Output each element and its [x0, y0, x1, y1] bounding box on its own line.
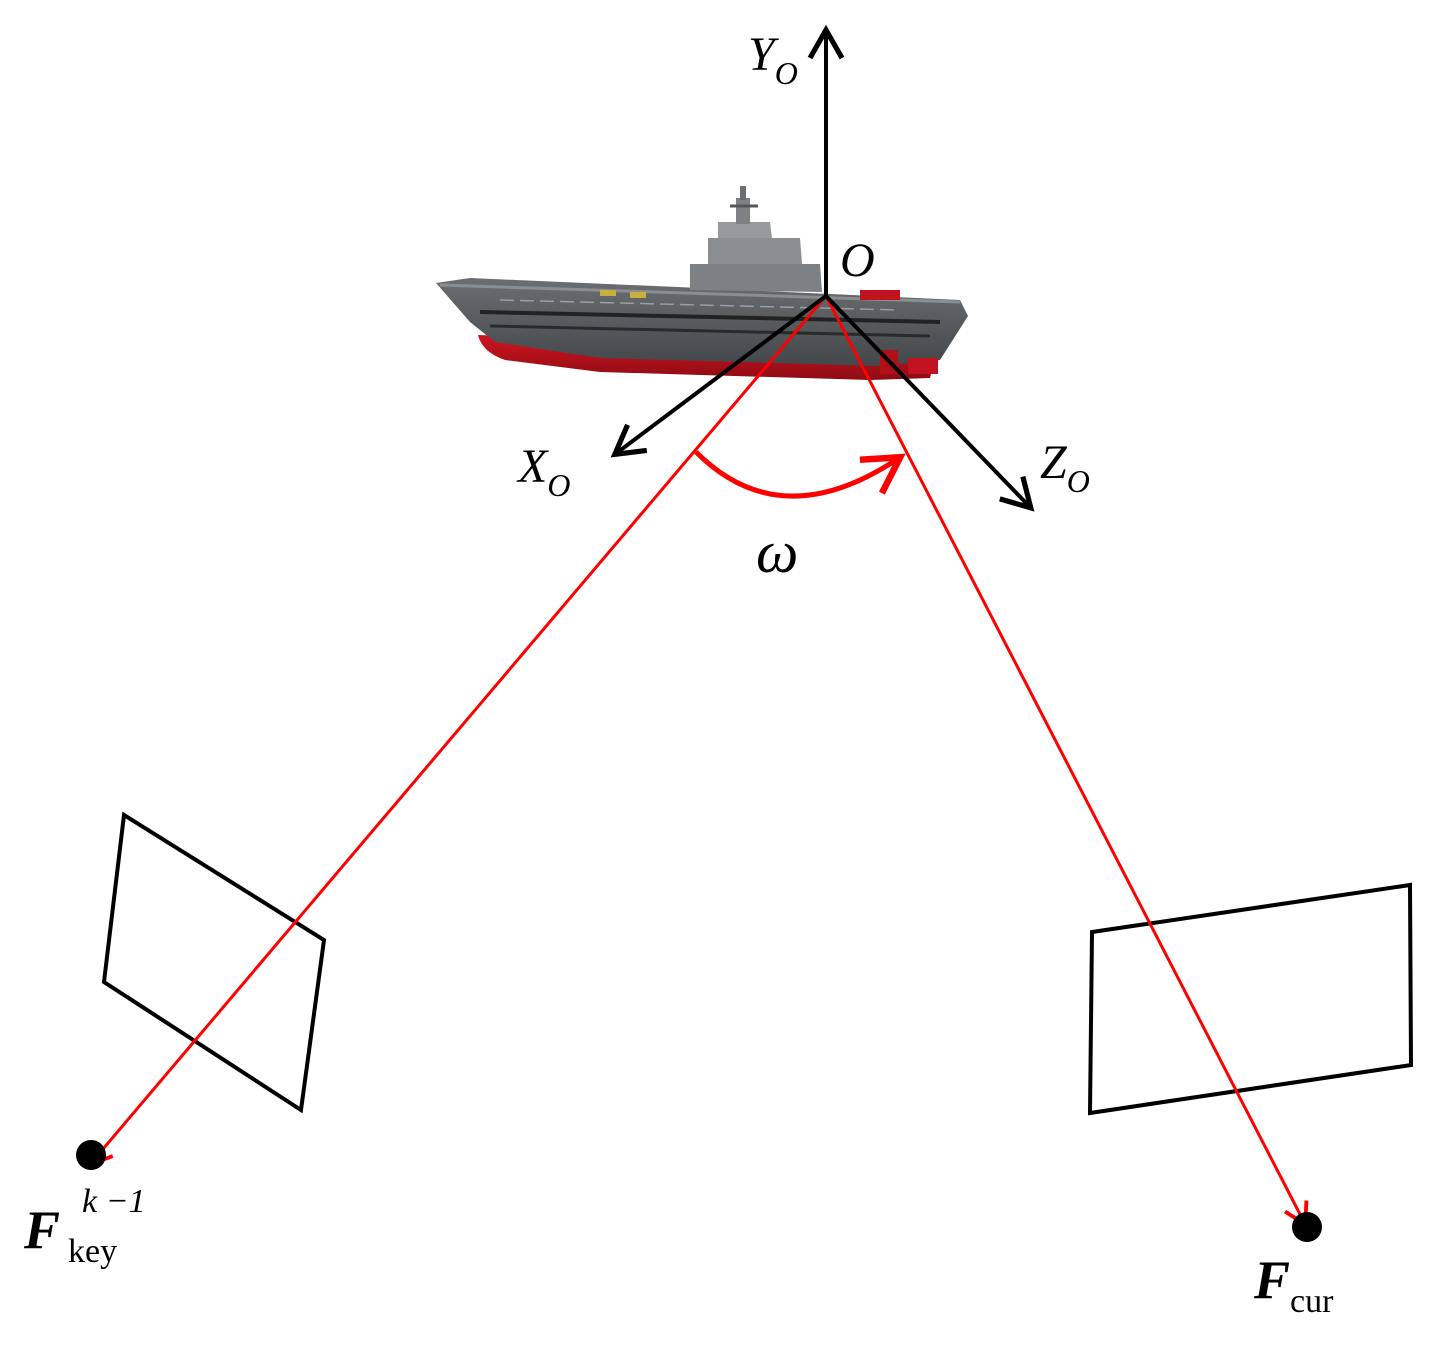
z-axis [824, 294, 1035, 512]
keyframe-label: F [23, 1200, 60, 1260]
current-center-dot [1292, 1212, 1322, 1242]
z-axis-label: ZO [1040, 436, 1090, 499]
current-image-plane [1087, 882, 1414, 1116]
x-axis-label: XO [516, 440, 570, 503]
current-label: Fcur [1253, 1250, 1334, 1320]
angle-arc [694, 450, 906, 499]
angle-label: ω [756, 519, 798, 585]
current-ray [824, 295, 1309, 1229]
y-axis-label: YO [748, 28, 798, 91]
origin-label: O [840, 234, 875, 287]
keyframe-center-dot [76, 1140, 106, 1170]
x-axis [610, 294, 828, 458]
aircraft-carrier-icon [436, 186, 968, 380]
keyframe-ray [87, 295, 828, 1168]
keyframe-label-sup: k −1 [82, 1183, 146, 1220]
keyframe-image-plane [101, 811, 327, 1114]
keyframe-label-sub: key [68, 1233, 117, 1270]
